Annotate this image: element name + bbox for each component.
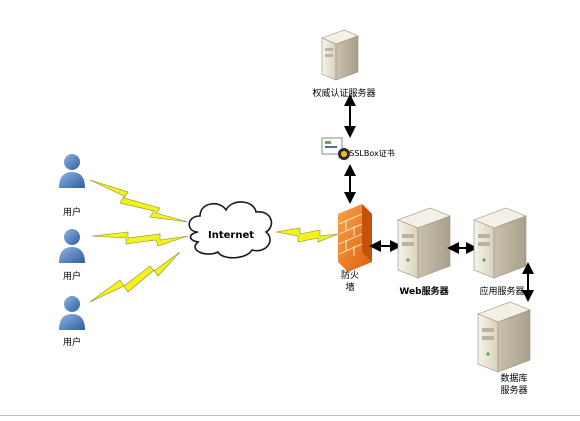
cloud-icon bbox=[188, 201, 273, 259]
server-icon bbox=[321, 29, 359, 81]
user-icon bbox=[59, 229, 85, 263]
certificate-icon bbox=[321, 137, 350, 160]
server-icon bbox=[397, 207, 451, 279]
lightning-icon bbox=[91, 231, 189, 247]
auth-server-label: 权威认证服务器 bbox=[312, 89, 376, 99]
firewall-label: 墙 bbox=[345, 283, 355, 293]
user-label: 用户 bbox=[62, 208, 81, 218]
user-icon bbox=[59, 154, 85, 188]
lightning-icon bbox=[275, 227, 339, 243]
internet-label: Internet bbox=[207, 230, 254, 241]
ssl-cert-label: SSLBox证书 bbox=[349, 149, 395, 158]
divider bbox=[0, 415, 580, 416]
server-icon bbox=[477, 301, 531, 373]
user-icon bbox=[59, 296, 85, 330]
lightning-icon bbox=[89, 251, 181, 303]
app-server-label: 应用服务器 bbox=[479, 287, 525, 297]
firewall-label: 防火 bbox=[340, 271, 359, 281]
server-icon bbox=[473, 207, 527, 279]
web-server-label: Web服务器 bbox=[399, 287, 449, 297]
db-server-label: 数据库 bbox=[500, 374, 528, 384]
db-server-label: 服务器 bbox=[500, 386, 528, 396]
user-label: 用户 bbox=[62, 272, 81, 282]
lightning-icon bbox=[89, 179, 189, 223]
user-label: 用户 bbox=[62, 338, 81, 348]
firewall-icon bbox=[338, 204, 372, 272]
